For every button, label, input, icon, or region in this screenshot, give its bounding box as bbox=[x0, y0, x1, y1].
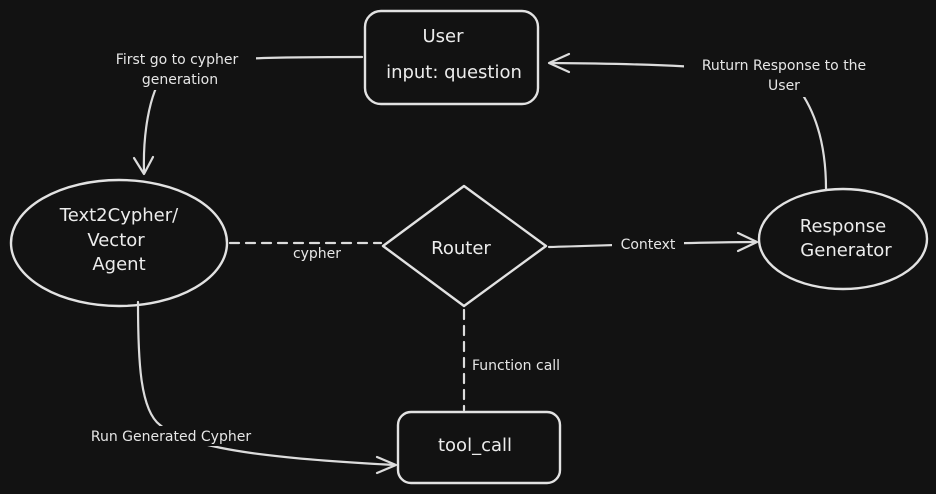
edge-response-to-user-arrowhead bbox=[547, 52, 571, 74]
edge-user-to-agent-label-line2: generation bbox=[142, 72, 218, 88]
response-generator-node: Response Generator bbox=[757, 187, 929, 291]
text2cypher-agent-node: Text2Cypher/ Vector Agent bbox=[9, 178, 229, 308]
text2cypher-agent-ellipse bbox=[9, 178, 229, 308]
edge-response-to-user-label-line1: Ruturn Response to the bbox=[702, 58, 866, 74]
response-generator-label-line2: Generator bbox=[800, 240, 892, 261]
edge-response-to-user-label-line2: User bbox=[768, 78, 800, 94]
user-node-title: User bbox=[422, 26, 464, 47]
edge-router-to-tool: Function call bbox=[462, 308, 560, 412]
edge-agent-to-tool: Run Generated Cypher bbox=[80, 300, 398, 475]
response-generator-label-line1: Response bbox=[800, 216, 886, 237]
edge-router-to-response-label: Context bbox=[621, 237, 676, 253]
edge-router-to-response-label-bg bbox=[612, 234, 684, 254]
edge-user-to-agent-label-line1: First go to cypher bbox=[116, 52, 239, 68]
response-generator-ellipse bbox=[757, 187, 929, 291]
router-diamond bbox=[381, 184, 548, 308]
user-node: User input: question bbox=[363, 9, 540, 106]
edge-user-to-agent-arrowhead bbox=[132, 155, 155, 176]
tool-call-box bbox=[396, 410, 562, 485]
user-node-box bbox=[363, 9, 540, 106]
edge-router-to-response: Context bbox=[547, 231, 759, 254]
edge-router-to-tool-label: Function call bbox=[472, 358, 560, 374]
edge-user-to-agent-label-bg bbox=[100, 48, 256, 90]
user-node-subtitle: input: question bbox=[386, 62, 522, 83]
edge-agent-to-tool-label: Run Generated Cypher bbox=[91, 429, 251, 445]
edge-agent-to-tool-label-bg bbox=[80, 426, 262, 446]
text2cypher-agent-label-line2: Vector bbox=[87, 230, 145, 251]
edge-response-to-user-label-bg bbox=[684, 55, 884, 97]
edge-agent-router-label: cypher bbox=[293, 246, 341, 262]
edge-agent-router: cypher bbox=[228, 241, 383, 262]
edge-router-to-response-arrowhead bbox=[736, 231, 759, 253]
edge-response-to-user: Ruturn Response to the User bbox=[547, 52, 884, 191]
router-label: Router bbox=[431, 238, 491, 259]
tool-call-node: tool_call bbox=[396, 410, 562, 485]
text2cypher-agent-label-line3: Agent bbox=[92, 254, 145, 275]
edge-user-to-agent: First go to cypher generation bbox=[100, 48, 364, 176]
tool-call-label: tool_call bbox=[438, 435, 512, 456]
edge-agent-to-tool-arrowhead bbox=[375, 455, 398, 475]
text2cypher-agent-label-line1: Text2Cypher/ bbox=[59, 205, 179, 226]
router-node: Router bbox=[381, 184, 548, 308]
